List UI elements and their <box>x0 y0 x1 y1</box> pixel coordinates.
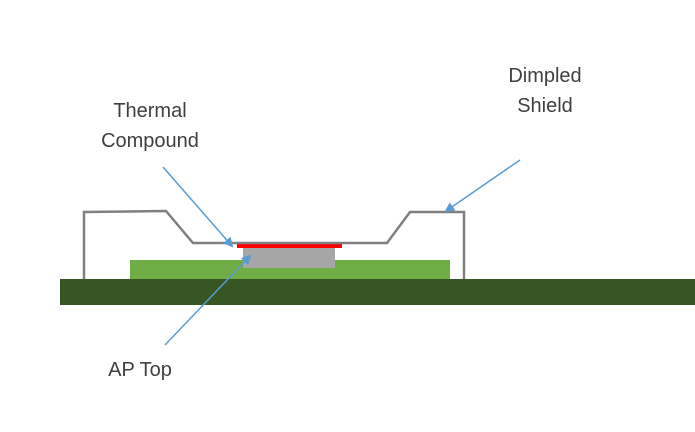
label-line: Dimpled <box>508 65 582 87</box>
ap-top-label: AP Top <box>108 359 172 381</box>
thermal-compound-arrow <box>162 166 234 248</box>
pcb-board <box>60 279 695 305</box>
label-line: Shield <box>517 95 573 117</box>
thermal-compound-label: Thermal Compound <box>80 96 220 156</box>
dimpled-shield-arrow <box>444 159 521 213</box>
label-line: Thermal <box>113 100 187 122</box>
thermal-compound-layer <box>237 243 342 248</box>
label-line: Compound <box>101 130 199 152</box>
ap-top-arrow <box>164 254 252 346</box>
substrate <box>130 260 450 279</box>
ap-die <box>243 248 335 268</box>
dimpled-shield-label: Dimpled Shield <box>480 61 610 121</box>
